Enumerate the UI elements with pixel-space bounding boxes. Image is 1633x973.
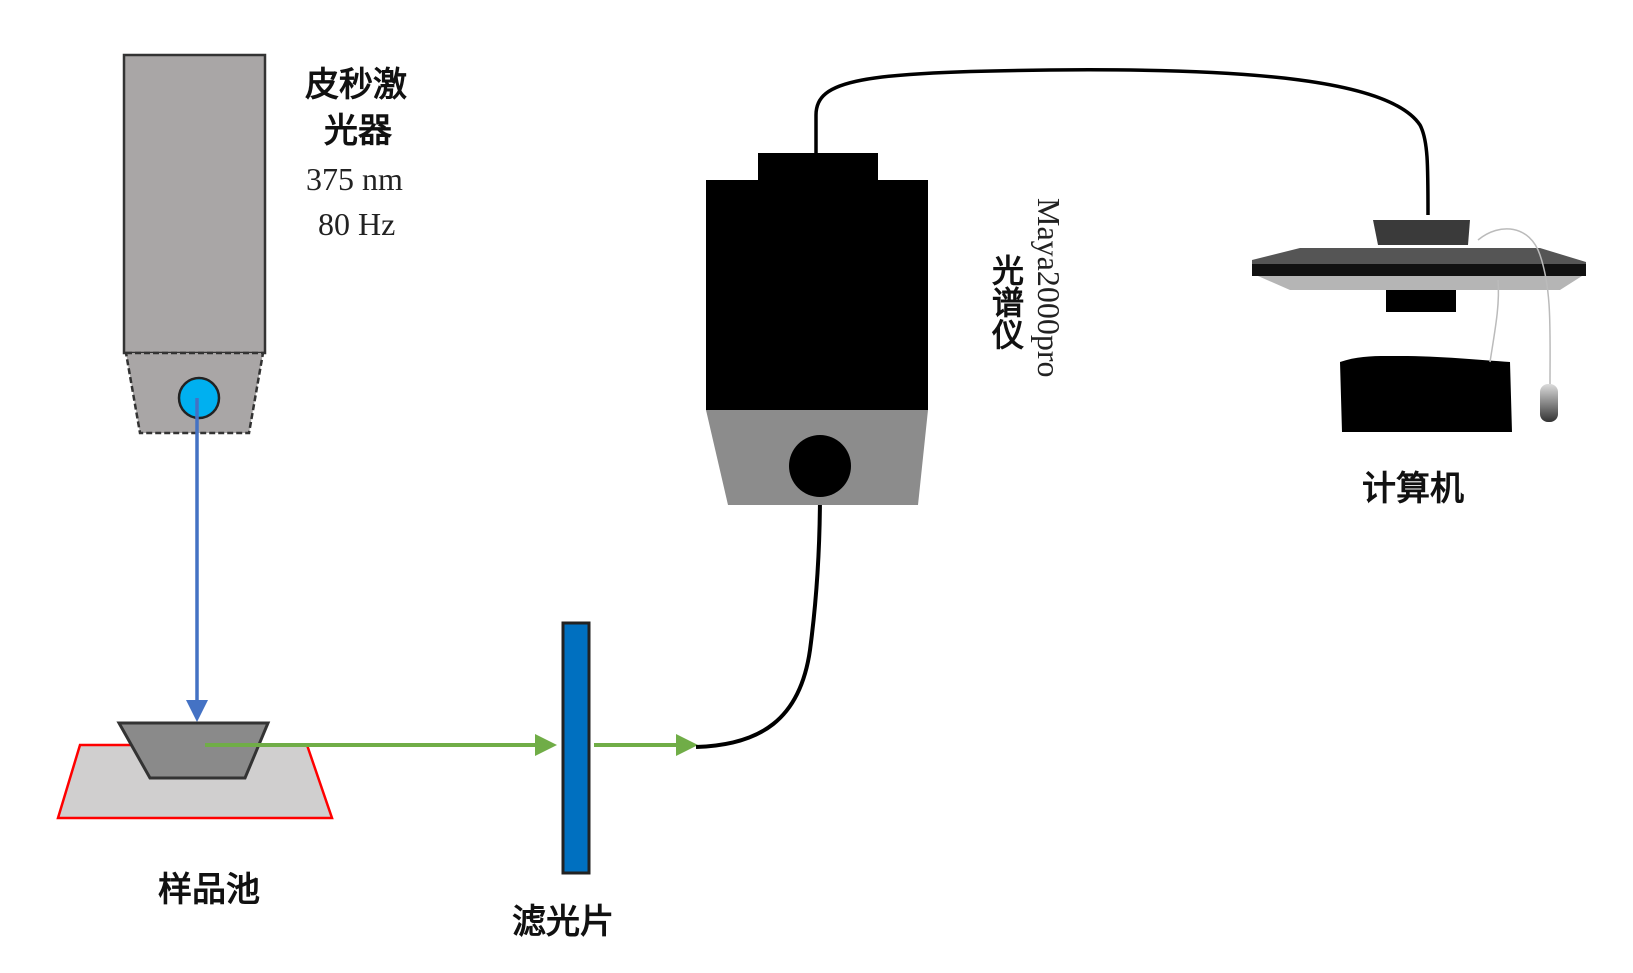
mouse-cable	[1477, 228, 1551, 386]
monitor-base	[1386, 290, 1456, 312]
spectrometer	[706, 153, 928, 505]
monitor-stand-top	[1373, 220, 1470, 245]
laser-body	[122, 53, 267, 355]
monitor-underside	[1258, 276, 1582, 290]
laser-aperture	[177, 376, 221, 420]
computer-label: 计算机	[1362, 469, 1464, 509]
mouse	[1540, 384, 1558, 422]
optical-filter	[561, 621, 591, 875]
spectrometer-top-block	[758, 153, 878, 183]
spectrometer-label: 光谱仪	[987, 254, 1025, 350]
keyboard-cable	[1489, 279, 1500, 363]
data-cable	[814, 68, 1430, 216]
excitation-beam-arrowhead	[186, 700, 208, 722]
spectrometer-body	[706, 180, 928, 410]
picosecond-laser	[122, 53, 267, 435]
keyboard	[1340, 355, 1512, 432]
filter-label: 滤光片	[512, 902, 614, 942]
spectrometer-input-port	[789, 435, 851, 497]
optical-fiber	[695, 491, 822, 749]
cuvette	[116, 721, 271, 780]
monitor-top	[1252, 248, 1586, 268]
monitor-edge	[1252, 264, 1586, 276]
laser-label-line2: 光器	[324, 111, 392, 151]
laser-frequency: 80 Hz	[318, 206, 396, 242]
emission-beam-1-arrowhead	[535, 734, 557, 756]
spectrometer-model: Maya2000pro	[1031, 198, 1067, 378]
laser-wavelength: 375 nm	[306, 161, 403, 197]
computer	[1252, 220, 1586, 432]
laser-label-line1: 皮秒激	[305, 65, 407, 105]
sample-cell	[56, 721, 334, 820]
emission-beam-2-arrowhead	[676, 734, 698, 756]
sample-cell-label: 样品池	[158, 870, 260, 910]
